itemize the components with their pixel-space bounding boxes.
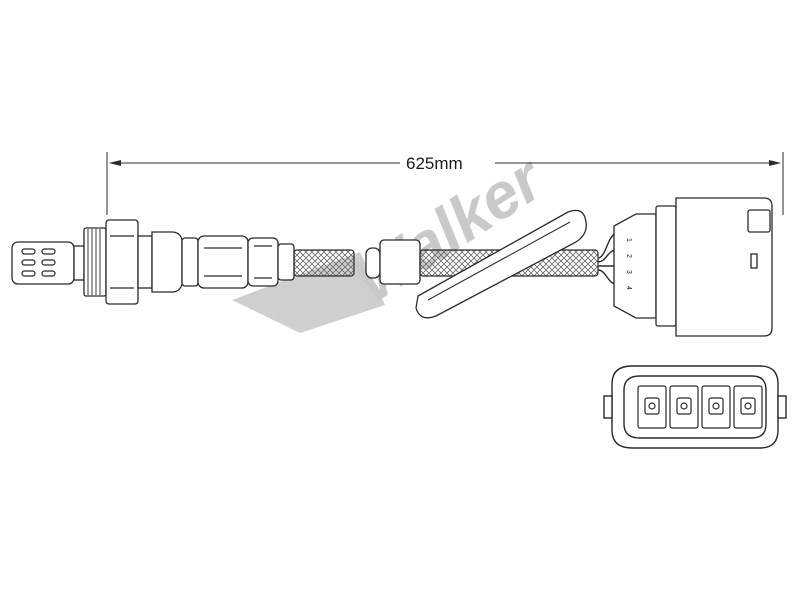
- pin-label-2: 2: [625, 254, 632, 258]
- dimension-label: 625mm: [406, 154, 463, 173]
- arrow-right-icon: [769, 160, 781, 166]
- connector-terminals: [637, 385, 763, 429]
- watermark-logo: Walker: [232, 141, 557, 333]
- arrow-left-icon: [109, 160, 121, 166]
- dimension-line: [106, 152, 784, 215]
- pin-label-4: 4: [625, 286, 632, 290]
- pin-label-1: 1: [625, 238, 632, 242]
- connector-face-view: [603, 365, 787, 449]
- connector-wires: [597, 233, 617, 285]
- cable-clip: [415, 209, 587, 319]
- cable-segment-left: [293, 249, 355, 277]
- connector-housing: [613, 197, 773, 337]
- connector-pin-labels: 1 2 3 4: [625, 238, 632, 290]
- pin-label-3: 3: [625, 270, 632, 274]
- sensor-probe: [11, 219, 295, 305]
